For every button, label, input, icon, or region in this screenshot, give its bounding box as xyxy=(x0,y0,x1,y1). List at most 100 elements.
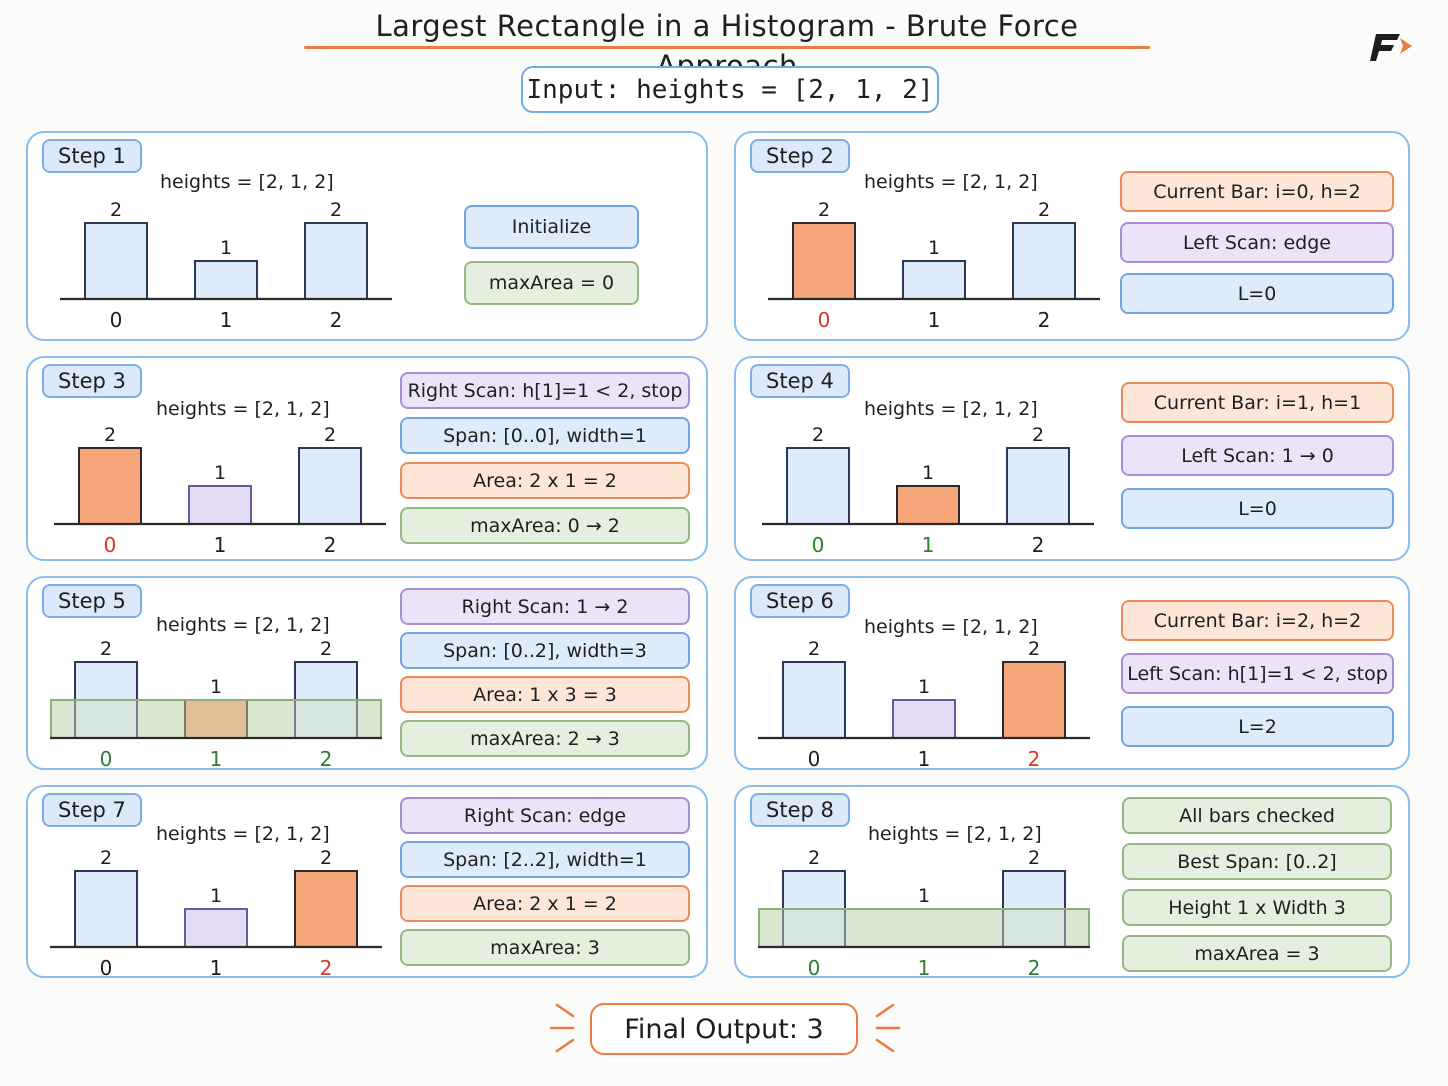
info-box: Left Scan: edge xyxy=(1120,222,1394,263)
bar-value-label: 2 xyxy=(320,638,332,660)
info-box: L=2 xyxy=(1121,706,1394,747)
bar-index-label: 0 xyxy=(110,308,123,332)
heights-label: heights = [2, 1, 2] xyxy=(156,614,330,636)
bar-index-label: 0 xyxy=(100,747,113,771)
bar-index-label: 1 xyxy=(928,308,941,332)
info-box: Height 1 x Width 3 xyxy=(1122,889,1392,926)
bar-value-label: 2 xyxy=(324,424,336,446)
histogram-bar xyxy=(188,485,252,525)
histogram-bar xyxy=(298,447,362,525)
bar-value-label: 2 xyxy=(110,199,122,221)
info-box: maxArea: 3 xyxy=(400,929,690,966)
bar-value-label: 1 xyxy=(220,237,232,259)
bar-index-label: 1 xyxy=(210,956,223,980)
page-title: Largest Rectangle in a Histogram - Brute… xyxy=(375,9,1079,83)
bar-value-label: 2 xyxy=(808,638,820,660)
info-box: Area: 2 x 1 = 2 xyxy=(400,462,690,499)
histogram-bar xyxy=(184,908,248,948)
info-box: Span: [0..0], width=1 xyxy=(400,417,690,454)
info-box: L=0 xyxy=(1121,488,1394,529)
info-box: Span: [0..2], width=3 xyxy=(400,632,690,669)
histogram-bar xyxy=(1006,447,1070,525)
step-badge: Step 2 xyxy=(750,139,850,173)
bar-index-label: 2 xyxy=(1038,308,1051,332)
histogram-bar xyxy=(84,222,148,300)
bar-index-label: 0 xyxy=(808,747,821,771)
bar-index-label: 2 xyxy=(330,308,343,332)
info-box: maxArea = 0 xyxy=(464,261,639,305)
info-box: Current Bar: i=0, h=2 xyxy=(1120,171,1394,212)
bar-index-label: 1 xyxy=(210,747,223,771)
histogram-bar xyxy=(792,222,856,300)
info-box: Right Scan: h[1]=1 < 2, stop xyxy=(400,372,690,409)
info-box: Right Scan: 1 → 2 xyxy=(400,588,690,625)
histogram-bar xyxy=(902,260,966,300)
bar-index-label: 2 xyxy=(320,747,333,771)
info-box: Area: 2 x 1 = 2 xyxy=(400,885,690,922)
heights-label: heights = [2, 1, 2] xyxy=(156,398,330,420)
info-box: Left Scan: 1 → 0 xyxy=(1121,435,1394,476)
bar-value-label: 1 xyxy=(210,885,222,907)
heights-label: heights = [2, 1, 2] xyxy=(160,171,334,193)
histogram-bar xyxy=(892,699,956,739)
bar-value-label: 2 xyxy=(1038,199,1050,221)
span-overlay xyxy=(50,699,382,739)
bar-value-label: 2 xyxy=(100,638,112,660)
bar-value-label: 2 xyxy=(1028,847,1040,869)
bar-index-label: 0 xyxy=(100,956,113,980)
heights-label: heights = [2, 1, 2] xyxy=(864,398,1038,420)
step-badge: Step 6 xyxy=(750,584,850,618)
info-box: Area: 1 x 3 = 3 xyxy=(400,676,690,713)
histogram-bar xyxy=(294,870,358,948)
bar-index-label: 2 xyxy=(1028,956,1041,980)
bar-index-label: 0 xyxy=(104,533,117,557)
histogram-bar xyxy=(896,485,960,525)
bar-index-label: 0 xyxy=(812,533,825,557)
bar-index-label: 2 xyxy=(1028,747,1041,771)
bar-index-label: 0 xyxy=(818,308,831,332)
info-box: Best Span: [0..2] xyxy=(1122,843,1392,880)
step-badge: Step 8 xyxy=(750,793,850,827)
step-badge: Step 3 xyxy=(42,364,142,398)
info-box: L=0 xyxy=(1120,273,1394,314)
info-box: maxArea: 0 → 2 xyxy=(400,507,690,544)
step-badge: Step 1 xyxy=(42,139,142,173)
info-box: Current Bar: i=1, h=1 xyxy=(1121,382,1394,423)
histogram-bar xyxy=(786,447,850,525)
bar-index-label: 2 xyxy=(1032,533,1045,557)
input-box: Input: heights = [2, 1, 2] xyxy=(521,66,939,113)
bar-value-label: 1 xyxy=(210,676,222,698)
bar-value-label: 1 xyxy=(918,885,930,907)
histogram-bar xyxy=(1002,661,1066,739)
histogram-bar xyxy=(194,260,258,300)
bar-value-label: 1 xyxy=(214,462,226,484)
info-box: Right Scan: edge xyxy=(400,797,690,834)
bar-index-label: 1 xyxy=(918,747,931,771)
info-box: maxArea = 3 xyxy=(1122,935,1392,972)
bar-value-label: 2 xyxy=(330,199,342,221)
bar-index-label: 2 xyxy=(324,533,337,557)
histogram-bar xyxy=(74,870,138,948)
bar-value-label: 2 xyxy=(104,424,116,446)
heights-label: heights = [2, 1, 2] xyxy=(156,823,330,845)
title-underline xyxy=(304,46,1150,49)
bar-value-label: 2 xyxy=(818,199,830,221)
bar-value-label: 1 xyxy=(922,462,934,484)
bar-value-label: 2 xyxy=(320,847,332,869)
bar-value-label: 2 xyxy=(812,424,824,446)
bar-index-label: 2 xyxy=(320,956,333,980)
